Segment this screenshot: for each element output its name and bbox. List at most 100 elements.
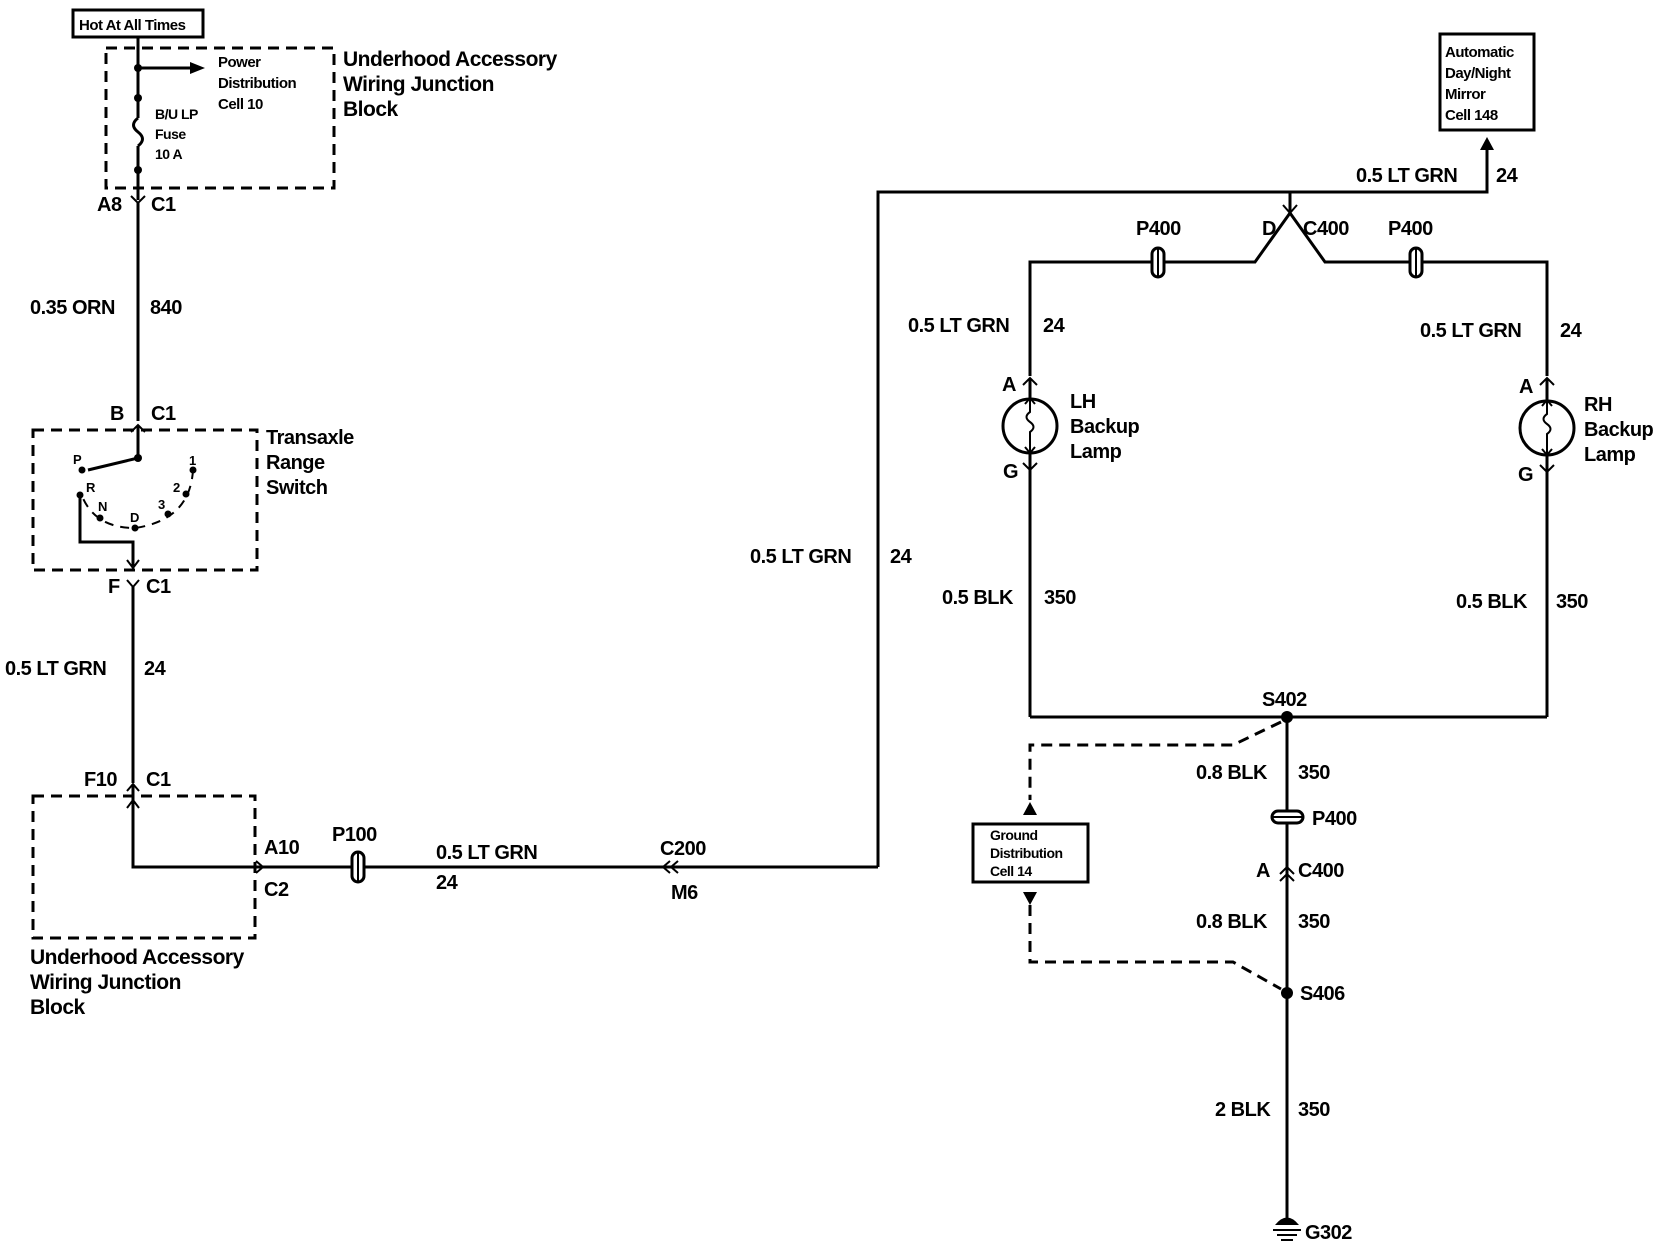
ground-dist-label-line1: Ground xyxy=(990,827,1038,843)
conn-c1-top-label: C1 xyxy=(151,194,176,216)
switch-outline xyxy=(31,428,259,572)
ground-symbol-icon xyxy=(1273,1217,1301,1241)
switch-label-line2: Range xyxy=(266,452,325,474)
mirror-box xyxy=(1438,32,1536,132)
p400-left-splice-icon xyxy=(1150,246,1166,279)
mirror-label-line2: Day/Night xyxy=(1445,65,1511,82)
fuse-bottom-dot xyxy=(134,166,142,174)
lower-block-label-line3: Block xyxy=(30,996,86,1019)
fuse-label-line1: B/U LP xyxy=(155,106,198,122)
lh-lamp-label-line3: Lamp xyxy=(1070,441,1122,463)
wire-24-riser xyxy=(876,190,1292,867)
wire-to-mirror xyxy=(1290,146,1489,194)
p400-left-label: P400 xyxy=(1136,218,1181,240)
g302-label: G302 xyxy=(1305,1222,1352,1244)
ground-dist-ref-bottom xyxy=(1028,905,1282,991)
conn-c2-label: C2 xyxy=(264,879,289,901)
top-block-label-line1: Underhood Accessory xyxy=(343,48,558,71)
rh-lamp-bulb-icon xyxy=(1518,398,1576,457)
rh-pin-a: A xyxy=(1519,376,1533,398)
switch-pos-r: R xyxy=(86,480,96,495)
mirror-wire-circuit: 24 xyxy=(1496,165,1519,187)
ground-w3-gauge: 2 BLK xyxy=(1215,1099,1271,1121)
wire-p100-gauge: 0.5 LT GRN xyxy=(436,842,537,864)
switch-pos-1-dot xyxy=(189,466,197,474)
c400-ground-conn: C400 xyxy=(1298,860,1344,882)
switch-pin-b: B xyxy=(110,403,124,425)
switch-pos-3: 3 xyxy=(158,497,165,512)
pdc-label-line3: Cell 10 xyxy=(218,96,263,113)
switch-pos-1: 1 xyxy=(189,453,196,468)
ground-dist-arrow-down-icon xyxy=(1023,892,1037,905)
switch-conn-bottom: C1 xyxy=(146,576,171,598)
p100-splice-icon xyxy=(350,850,366,884)
lh-pin-a: A xyxy=(1002,374,1016,396)
wire-840-gauge: 0.35 ORN xyxy=(30,297,115,319)
switch-conn-top: C1 xyxy=(151,403,176,425)
fuse-label-line2: Fuse xyxy=(155,126,186,142)
p100-label: P100 xyxy=(332,824,377,846)
wire-840-circuit: 840 xyxy=(150,297,182,319)
ground-w2-gauge: 0.8 BLK xyxy=(1196,911,1268,933)
switch-f-connector-icon xyxy=(126,579,140,589)
rh-lamp-label-line3: Lamp xyxy=(1584,444,1636,466)
s402-label: S402 xyxy=(1262,689,1307,711)
switch-selector-arc xyxy=(81,469,194,530)
hot-at-all-times-label: Hot At All Times xyxy=(79,17,186,34)
switch-pos-n: N xyxy=(98,499,107,514)
c200-pin-label: M6 xyxy=(671,882,698,904)
hot-at-all-times-box: Hot At All Times xyxy=(71,8,205,39)
switch-pos-3-dot xyxy=(164,510,172,518)
lower-block-internal-wire xyxy=(131,784,262,869)
lh-lamp-label-line2: Backup xyxy=(1070,416,1140,438)
pdc-label-line1: Power xyxy=(218,54,261,71)
pin-a8-label: A8 xyxy=(97,194,122,216)
rh-wire-gauge: 0.5 LT GRN xyxy=(1420,320,1521,342)
switch-label-line1: Transaxle xyxy=(266,427,354,449)
lh-wire-circuit: 24 xyxy=(1043,315,1066,337)
switch-pos-2: 2 xyxy=(173,480,180,495)
switch-contact-arm xyxy=(87,456,139,472)
p400-right-splice-icon xyxy=(1408,246,1424,279)
switch-pos-n-dot xyxy=(96,514,104,522)
switch-output-arrow-icon xyxy=(126,559,140,570)
switch-pin-f: F xyxy=(108,576,120,598)
rh-ground-gauge: 0.5 BLK xyxy=(1456,591,1528,613)
c200-label: C200 xyxy=(660,838,706,860)
pdc-label-line2: Distribution xyxy=(218,75,296,92)
lower-block-internal-arrow-icon xyxy=(126,798,140,809)
c200-connector-icon xyxy=(661,860,679,874)
pin-a10-label: A10 xyxy=(264,837,300,859)
switch-pos-d: D xyxy=(130,510,139,525)
mirror-label-line1: Automatic xyxy=(1445,44,1514,61)
mirror-wire-gauge: 0.5 LT GRN xyxy=(1356,165,1457,187)
switch-pivot-dot xyxy=(134,454,142,462)
s406-label: S406 xyxy=(1300,983,1345,1005)
switch-pos-p: P xyxy=(73,452,82,467)
lh-wire-gauge: 0.5 LT GRN xyxy=(908,315,1009,337)
switch-pos-p-dot xyxy=(78,466,86,474)
wire-24-switch-gauge: 0.5 LT GRN xyxy=(5,658,106,680)
lh-lamp-label-line1: LH xyxy=(1070,391,1096,413)
ground-dist-ref-top xyxy=(1028,720,1282,800)
p400-ground-label: P400 xyxy=(1312,808,1357,830)
p400-ground-splice-icon xyxy=(1270,809,1305,825)
switch-pos-d-dot xyxy=(131,524,139,532)
pdc-arrow-icon xyxy=(190,62,205,74)
c400-top-conn: C400 xyxy=(1303,218,1349,240)
top-block-label-line3: Block xyxy=(343,98,399,121)
ground-w1-gauge: 0.8 BLK xyxy=(1196,762,1268,784)
lh-lamp-bulb-icon xyxy=(1001,396,1059,455)
wire-riser-circuit: 24 xyxy=(890,546,913,568)
lh-pin-g: G xyxy=(1003,461,1018,483)
lower-block-label-line2: Wiring Junction xyxy=(30,971,181,994)
pin-f10-label: F10 xyxy=(84,769,117,791)
fuse-top-dot xyxy=(134,94,142,102)
switch-label-line3: Switch xyxy=(266,477,327,499)
c400-ground-connector-icon xyxy=(1279,865,1295,882)
c400-ground-pin: A xyxy=(1256,860,1270,882)
mirror-label-line3: Mirror xyxy=(1445,86,1486,103)
fuse-icon xyxy=(132,116,144,148)
p400-right-label: P400 xyxy=(1388,218,1433,240)
lh-ground-gauge: 0.5 BLK xyxy=(942,587,1014,609)
